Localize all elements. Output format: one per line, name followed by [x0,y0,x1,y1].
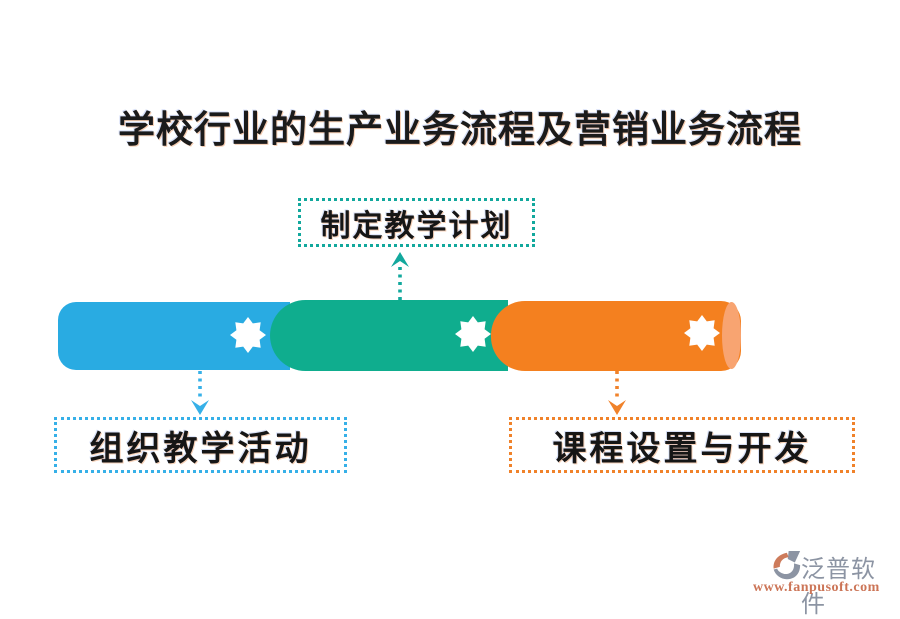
page-title: 学校行业的生产业务流程及营销业务流程 [118,110,802,151]
star-icon [684,315,720,351]
arrow-down-to-activity-icon [191,371,209,415]
star-icon [455,316,491,352]
arrow-up-to-plan-icon [391,252,409,302]
step-label-plan: 制定教学计划 [320,209,513,243]
step-label-course: 课程设置与开发 [552,430,812,468]
step-box-activity: 组织教学活动 [54,417,347,473]
watermark-url: www.fanpusoft.com [753,580,880,595]
step-label-activity: 组织教学活动 [89,430,312,468]
step-box-plan: 制定教学计划 [298,198,535,247]
step-box-course: 课程设置与开发 [509,417,855,473]
bar-end-cap [722,302,741,369]
fanpu-logo-icon [773,551,801,580]
arrow-down-to-course-icon [608,371,626,415]
star-icon [230,317,266,353]
